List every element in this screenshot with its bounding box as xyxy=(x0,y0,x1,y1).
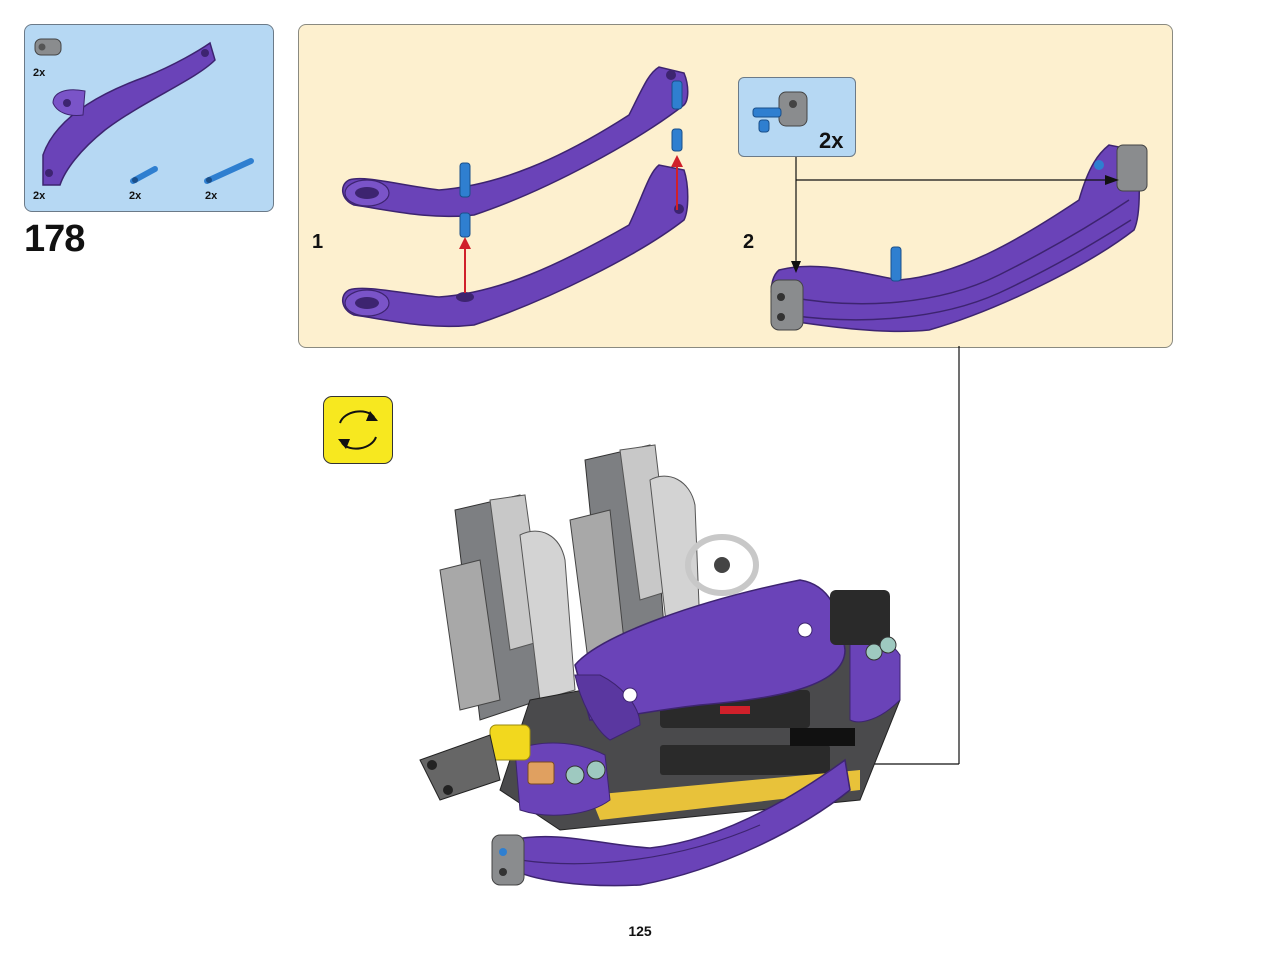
purple-fender-left xyxy=(514,742,611,816)
page-number: 125 xyxy=(628,923,652,939)
purple-hood xyxy=(574,579,846,741)
substep-2-callout: 2x xyxy=(738,77,856,157)
technic-axles xyxy=(419,734,501,801)
substep-1-pins xyxy=(459,80,683,238)
purple-fender-right xyxy=(830,590,901,723)
rotate-model-icon xyxy=(323,396,393,464)
steering-wheel xyxy=(685,534,759,596)
rotate-arrows-icon xyxy=(338,410,378,450)
parts-list-illustration xyxy=(34,38,254,186)
blue-short-pin-icon xyxy=(130,166,158,184)
purple-arch-panel-icon xyxy=(42,41,216,186)
callout-qty: 2x xyxy=(819,128,844,153)
seat-frame-right xyxy=(569,444,701,661)
substep-2-number: 2 xyxy=(743,231,755,253)
substep-2-assembly xyxy=(770,144,1148,333)
qty-long-pin: 2x xyxy=(205,190,218,202)
substep-panel: 1 2 xyxy=(298,24,1173,348)
qty-short-pin: 2x xyxy=(129,190,142,202)
step-number: 178 xyxy=(24,218,85,260)
red-insert-arrow-icon xyxy=(459,155,683,293)
substep-1-number: 1 xyxy=(312,231,324,253)
attached-arch-part xyxy=(491,758,851,887)
callout-parts-illustration xyxy=(752,91,808,133)
yellow-connector xyxy=(489,724,531,761)
callout-arrow-icon xyxy=(791,156,1119,273)
qty-purple-arch: 2x xyxy=(33,190,46,202)
parts-list-panel: 2x 2x 2x 2x xyxy=(24,24,274,212)
qty-gray-connector: 2x xyxy=(33,67,46,79)
lower-arch-part xyxy=(342,164,689,328)
gray-connector-icon xyxy=(34,38,62,56)
substep-illustration xyxy=(342,66,1148,333)
seat-frame-left xyxy=(439,494,576,721)
blue-long-pin-icon xyxy=(204,158,254,184)
